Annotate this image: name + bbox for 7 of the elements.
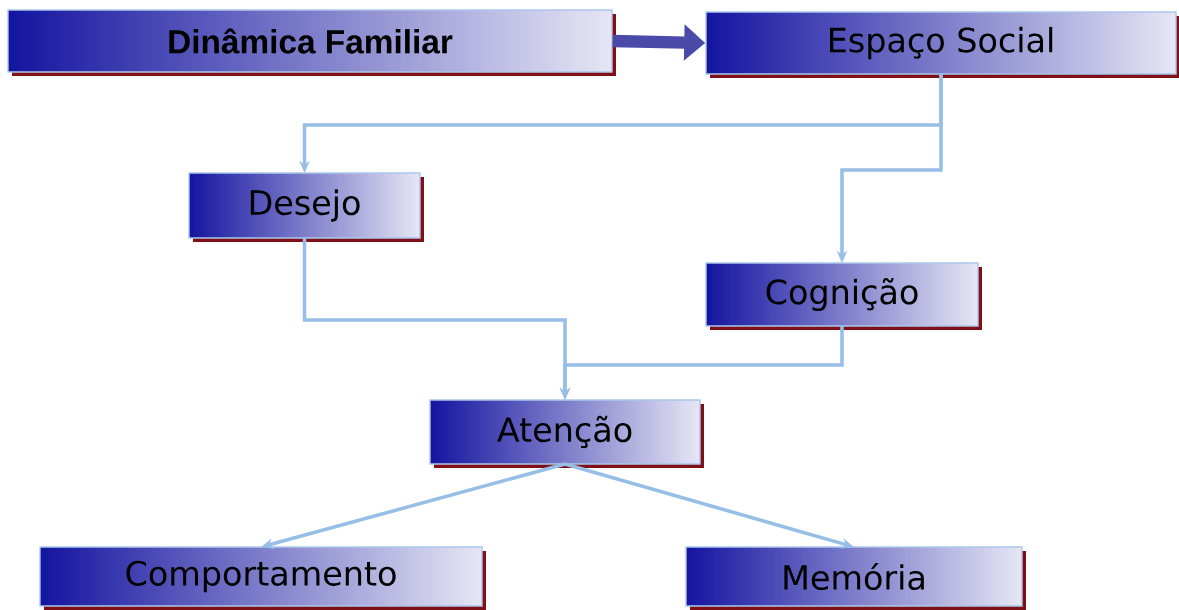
process-box: Atenção — [429, 399, 704, 468]
process-box: Desejo — [188, 172, 424, 242]
process-box: Espaço Social — [705, 11, 1179, 78]
process-box: Dinâmica Familiar — [7, 9, 616, 76]
process-box: Cognição — [705, 262, 982, 330]
process-box: Comportamento — [39, 546, 486, 610]
process-box: Memória — [685, 546, 1026, 610]
